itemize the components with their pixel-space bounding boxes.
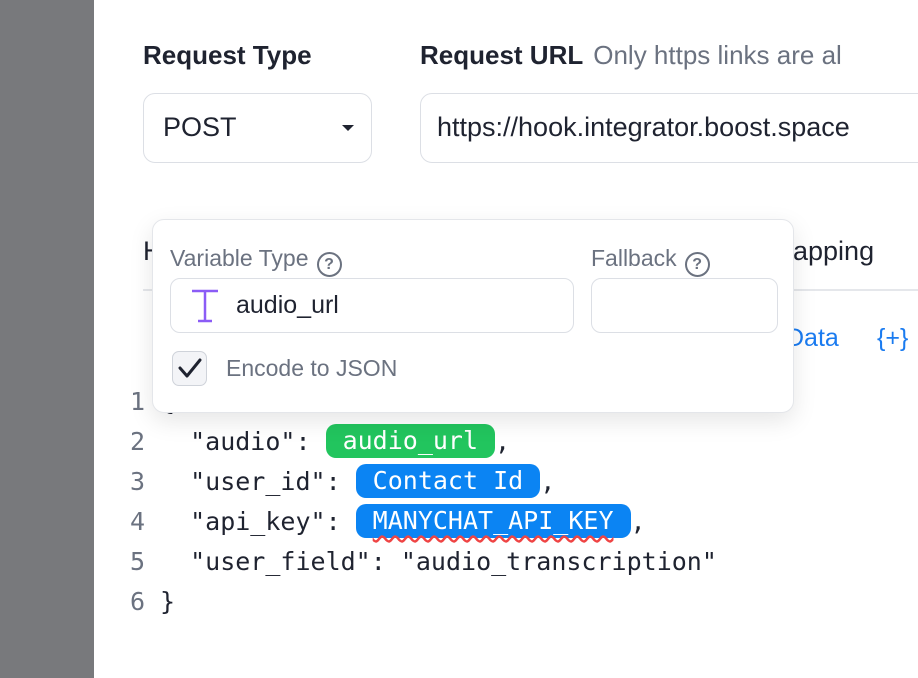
fallback-input[interactable]: [591, 278, 778, 333]
question-circle-icon[interactable]: ?: [684, 252, 710, 277]
line-number: 4: [130, 507, 146, 536]
insert-variable-link[interactable]: {+}: [877, 324, 909, 352]
json-key: "user_id":: [160, 467, 356, 496]
json-punct: ,: [630, 507, 646, 536]
variable-settings-popover: Variable Type? Fallback? audio_url Encod…: [152, 219, 794, 413]
variable-type-value: audio_url: [236, 291, 339, 319]
code-line: 2 "audio": audio_url,: [0, 423, 510, 463]
code-text: "user_id": Contact Id,: [160, 464, 556, 498]
request-url-hint: Only https links are al: [593, 40, 842, 70]
code-text: "audio": audio_url,: [160, 424, 511, 458]
code-line: 1 {: [0, 383, 175, 423]
request-url-value: https://hook.integrator.boost.space: [437, 112, 850, 142]
code-line: 4 "api_key": MANYCHAT_API_KEY,: [0, 503, 646, 543]
request-type-label: Request Type: [143, 40, 312, 70]
side-panel-strip: [0, 0, 94, 678]
code-text: "user_field": "audio_transcription": [160, 547, 717, 576]
request-type-select[interactable]: POST: [143, 93, 372, 163]
text-type-icon: [192, 289, 218, 323]
code-line: 3 "user_id": Contact Id,: [0, 463, 555, 503]
request-url-input[interactable]: https://hook.integrator.boost.space: [420, 93, 918, 163]
encode-json-checkbox[interactable]: [172, 351, 207, 386]
question-circle-icon[interactable]: ?: [316, 252, 342, 277]
request-type-value: POST: [163, 112, 237, 142]
code-text: }: [160, 587, 176, 616]
code-text: "api_key": MANYCHAT_API_KEY,: [160, 504, 646, 538]
variable-type-label: Variable Type?: [170, 245, 342, 277]
line-number: 3: [130, 467, 146, 496]
json-key: "api_key":: [160, 507, 356, 536]
caret-down-icon: [342, 125, 354, 131]
code-line: 6 }: [0, 583, 175, 623]
fallback-label: Fallback?: [591, 245, 710, 277]
code-line: 5 "user_field": "audio_transcription": [0, 543, 717, 583]
line-number: 2: [130, 427, 146, 456]
json-punct: ,: [540, 467, 556, 496]
data-link[interactable]: Data: [786, 324, 839, 352]
variable-type-input[interactable]: audio_url: [170, 278, 574, 333]
check-icon: [178, 358, 202, 378]
line-number: 6: [130, 587, 146, 616]
variable-chip-contact-id[interactable]: Contact Id: [355, 464, 541, 498]
variable-chip-api-key[interactable]: MANYCHAT_API_KEY: [355, 504, 631, 538]
encode-json-label: Encode to JSON: [226, 355, 398, 381]
line-number: 1: [130, 387, 146, 416]
variable-chip-audio-url[interactable]: audio_url: [325, 424, 496, 458]
json-key: "audio":: [160, 427, 326, 456]
json-punct: ,: [495, 427, 511, 456]
line-number: 5: [130, 547, 146, 576]
tab-mapping-partial[interactable]: apping: [793, 236, 875, 266]
